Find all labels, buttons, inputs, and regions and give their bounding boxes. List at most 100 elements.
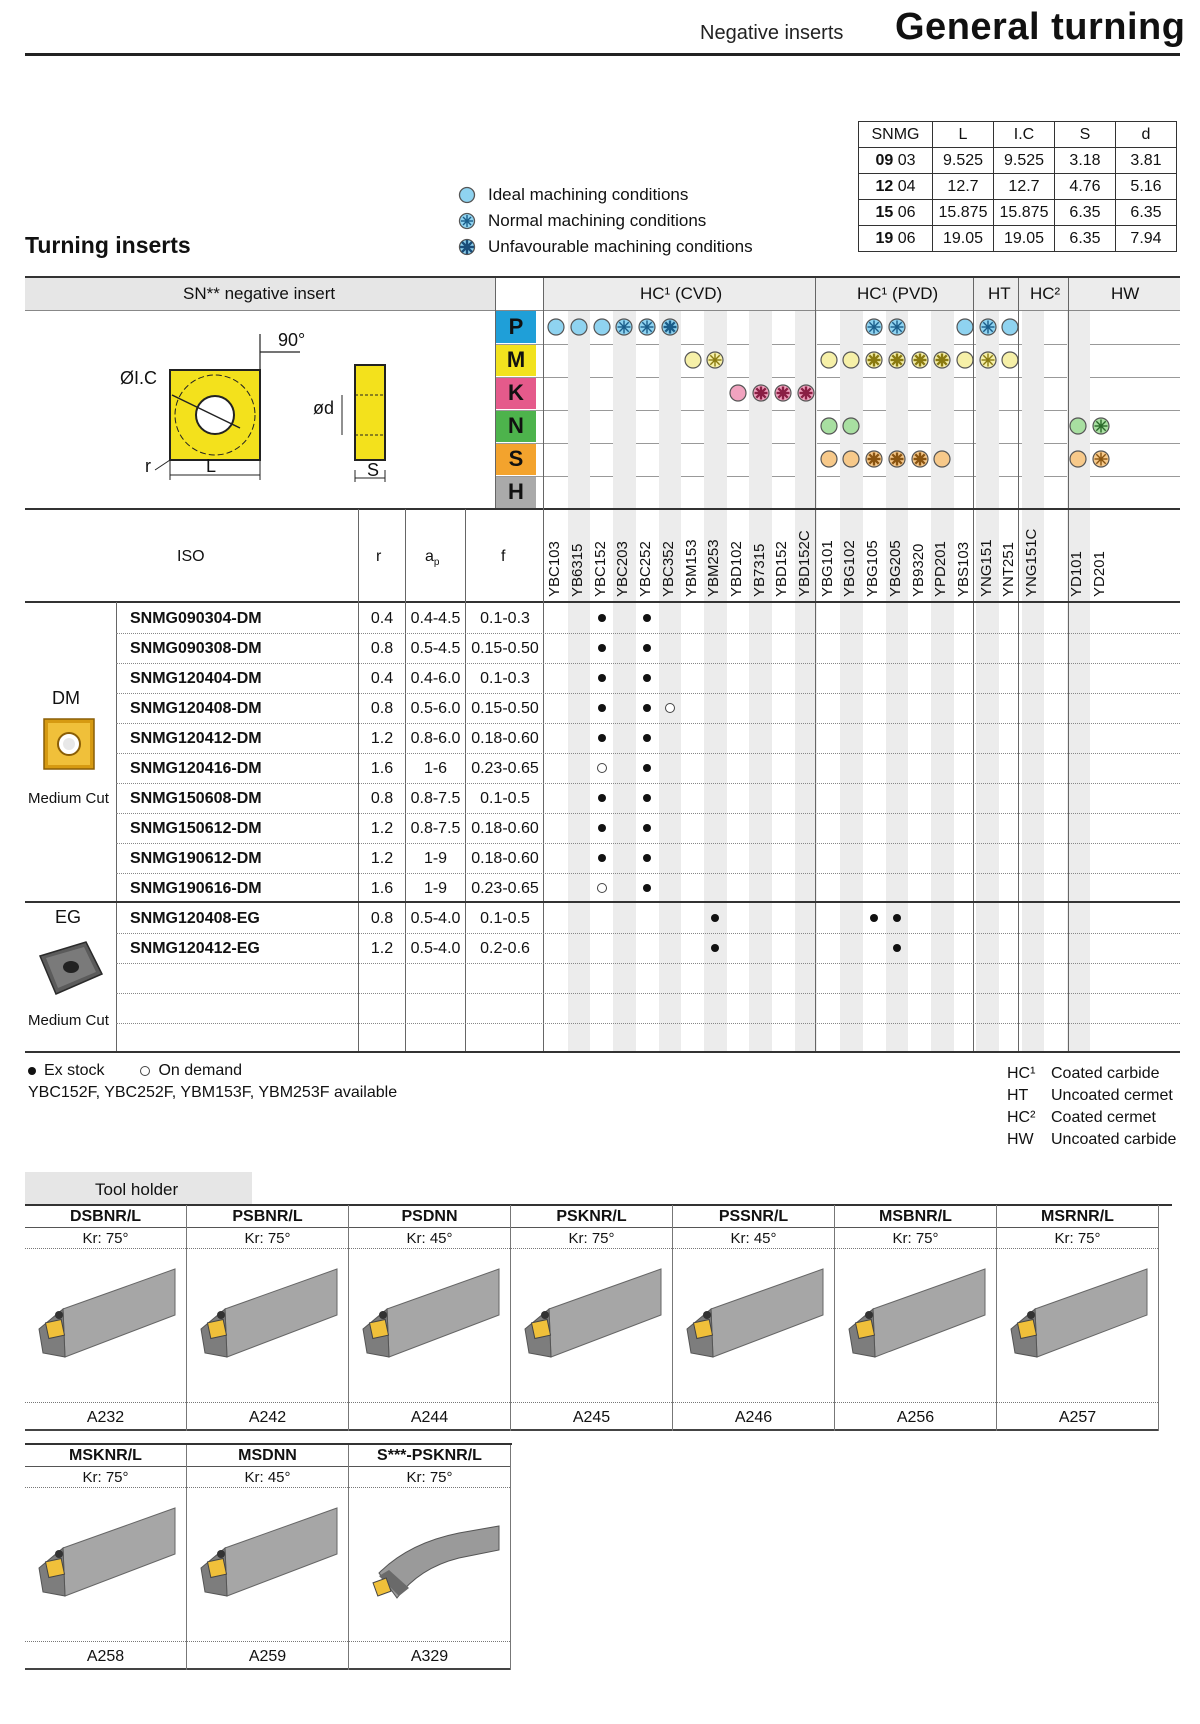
ex-stock-dot	[892, 914, 901, 922]
material-p: P	[496, 311, 536, 343]
drawing-d-label: ød	[313, 398, 335, 418]
normal-circle-icon	[615, 318, 634, 336]
material-rule	[495, 476, 1180, 477]
ex-stock-dot	[597, 704, 606, 712]
grade-column-shade	[840, 311, 863, 1051]
tool-kr: Kr: 45°	[349, 1227, 510, 1249]
ex-stock-dot	[597, 734, 606, 742]
feed: 0.2-0.6	[480, 940, 530, 957]
unfavourable-circle-icon	[661, 318, 679, 336]
corner-radius: 0.4	[370, 670, 394, 687]
tool-name: PSDNN	[401, 1208, 458, 1225]
material-m: M	[496, 344, 536, 376]
row-divider	[116, 1023, 1180, 1024]
tool-holder-icon	[686, 1268, 824, 1358]
header-rule	[25, 53, 1180, 56]
ex-stock-dot	[597, 614, 606, 622]
group-hw: HW	[1111, 284, 1140, 303]
tool-holder-rule	[25, 1204, 1172, 1206]
iso-code: SNMG090308-DM	[130, 640, 262, 657]
depth-of-cut: 1-6	[423, 760, 448, 777]
normal-circle-icon	[458, 212, 476, 230]
grade-code: HT	[1007, 1087, 1029, 1104]
ex-stock-dot	[643, 794, 652, 802]
tool-image	[835, 1249, 996, 1403]
unfavourable-circle-icon	[910, 351, 929, 369]
feed: 0.1-0.5	[480, 790, 530, 807]
size-table-row: 15 06 15.875 15.875 6.35 6.35	[858, 199, 1177, 226]
ideal-circle-icon	[1069, 417, 1088, 435]
size-header-cell: d	[1115, 121, 1177, 148]
grade-column-shade	[885, 311, 909, 1051]
depth-of-cut: 0.4-4.5	[410, 610, 461, 627]
grade-label: YBM253	[705, 539, 723, 597]
material-n: N	[496, 410, 536, 442]
tool-page-code: A259	[187, 1642, 348, 1670]
tool-image	[187, 1249, 348, 1403]
feed: 0.18-0.60	[471, 820, 539, 837]
tool-page-code: A258	[25, 1642, 186, 1670]
grade-label: YB6315	[569, 543, 587, 597]
ideal-circle-icon	[547, 318, 565, 336]
col-f: f	[501, 548, 506, 565]
unfavourable-circle-icon	[752, 384, 770, 402]
normal-circle-icon	[638, 318, 656, 336]
legend-label: Normal machining conditions	[488, 211, 707, 230]
col-divider	[495, 278, 496, 508]
grade-label: YBD152C	[796, 530, 814, 597]
ideal-circle-icon	[820, 417, 838, 435]
group-hc1-cvd: HC¹ (CVD)	[640, 284, 723, 303]
ex-stock-dot	[643, 734, 652, 742]
size-cell: 6.35	[1054, 225, 1116, 252]
insert-title: SN** negative insert	[183, 284, 336, 303]
normal-circle-icon	[1092, 450, 1110, 468]
ideal-circle-icon	[1001, 351, 1019, 369]
grade-label: YPD201	[932, 541, 950, 597]
row-divider	[116, 633, 1180, 634]
legend-unfavourable: Unfavourable machining conditions	[458, 234, 753, 260]
tool-kr: Kr: 75°	[25, 1227, 186, 1249]
row-divider	[116, 753, 1180, 754]
col-divider	[358, 509, 359, 1052]
tool-kr: Kr: 45°	[187, 1466, 348, 1488]
grade-code: HW	[1007, 1131, 1034, 1148]
feed: 0.15-0.50	[471, 700, 539, 717]
row-divider	[116, 993, 1180, 994]
feed: 0.23-0.65	[471, 880, 539, 897]
tool-holder-icon	[362, 1268, 500, 1358]
tool-kr: Kr: 75°	[349, 1466, 510, 1488]
ideal-circle-icon	[1069, 450, 1088, 468]
tool-kr: Kr: 45°	[673, 1227, 834, 1249]
ideal-circle-icon	[842, 450, 861, 468]
size-code: 19	[875, 229, 894, 247]
grade-label: YD201	[1091, 551, 1109, 597]
size-cell: 19.05	[932, 225, 994, 252]
corner-radius: 1.6	[370, 760, 394, 777]
unfavourable-circle-icon	[910, 450, 929, 468]
iso-code: SNMG120412-DM	[130, 730, 262, 747]
grade-column-shade	[658, 311, 682, 1051]
depth-of-cut: 1-9	[423, 880, 448, 897]
ex-stock-dot	[597, 854, 606, 862]
header-subtitle: Negative inserts	[700, 22, 844, 44]
corner-radius: 1.6	[370, 880, 394, 897]
col-ap: ap	[425, 548, 440, 569]
unfavourable-circle-icon	[774, 384, 792, 402]
tool-holder-icon	[524, 1268, 662, 1358]
ex-stock-dot	[597, 644, 606, 652]
normal-circle-icon	[1092, 417, 1110, 435]
grade-label: YB9320	[909, 543, 927, 597]
grade-desc: Coated carbide	[1051, 1065, 1160, 1082]
tool-holder-icon	[200, 1268, 338, 1358]
